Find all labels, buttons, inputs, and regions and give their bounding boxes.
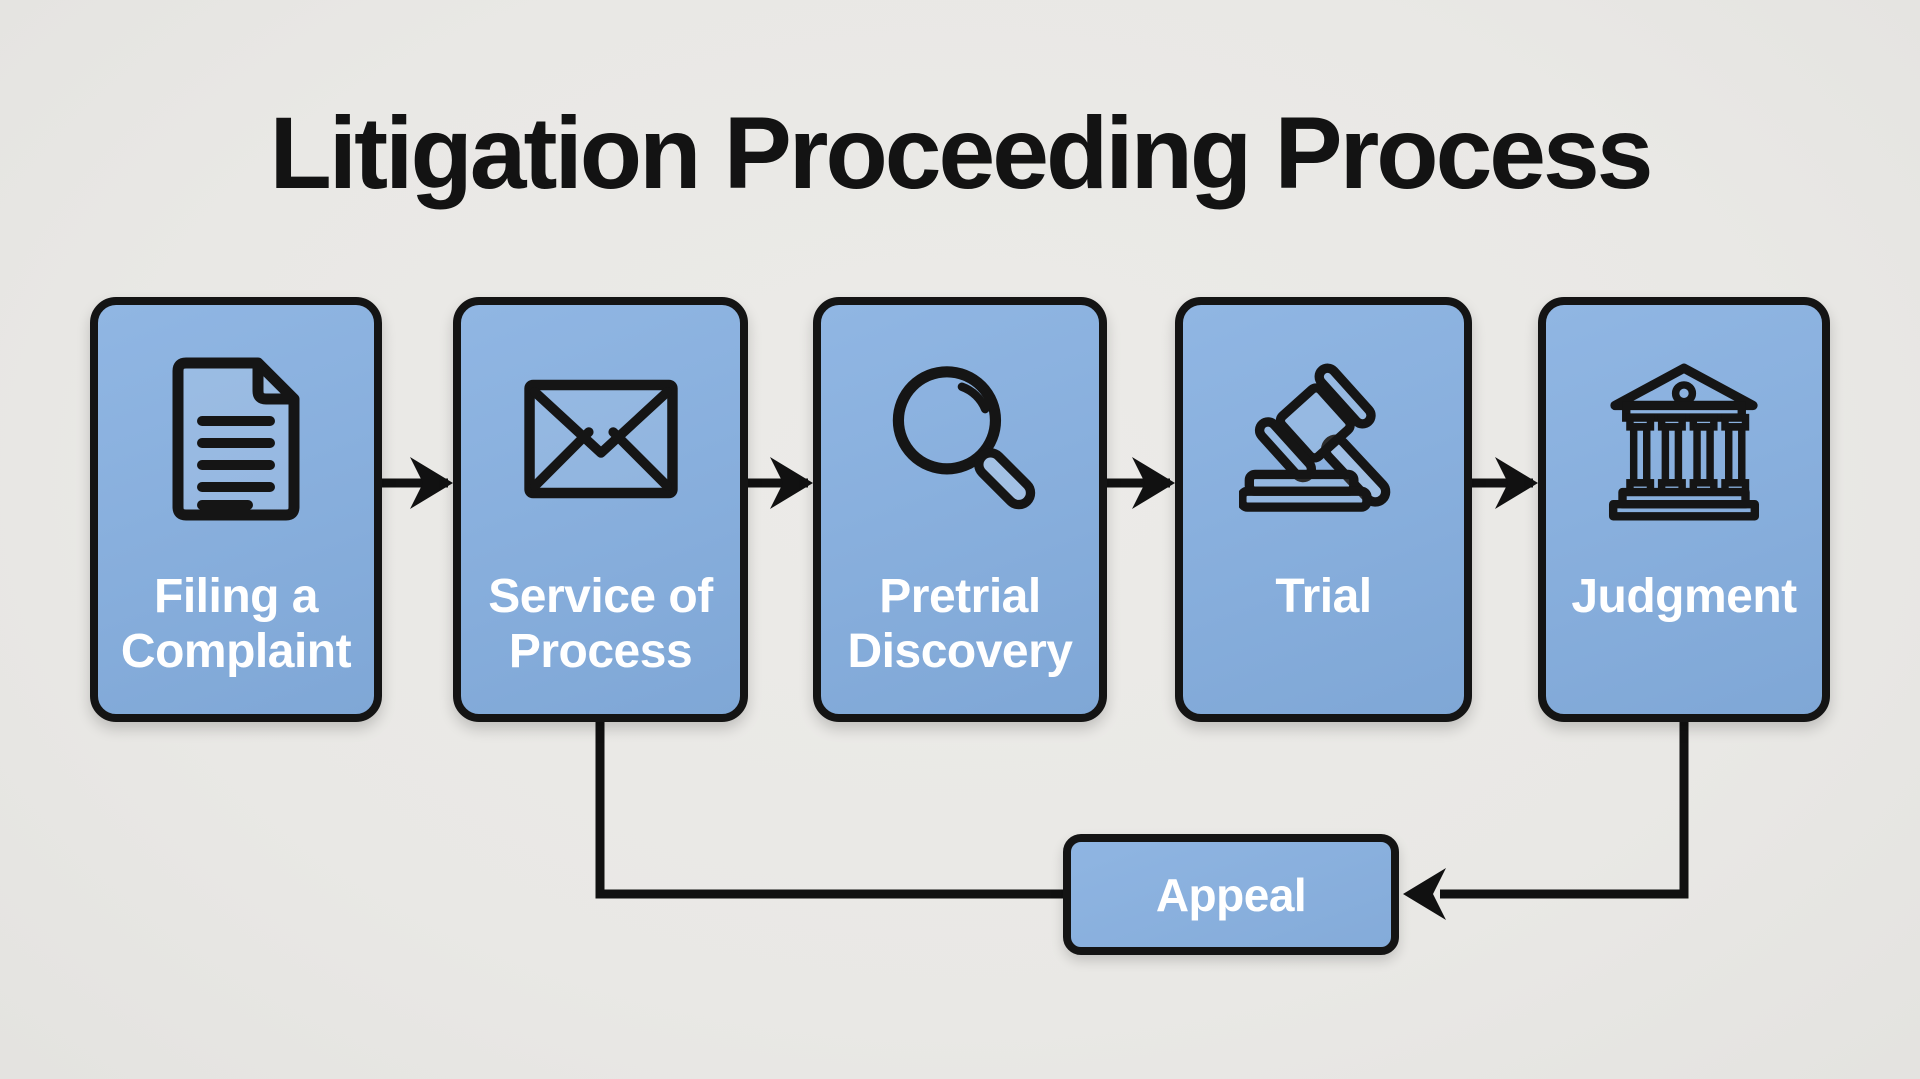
- magnifier-icon: [874, 355, 1046, 523]
- courthouse-icon: [1598, 355, 1770, 523]
- stage-label: Service of Process: [488, 570, 713, 678]
- line-judgment-to-appeal: [1440, 718, 1689, 899]
- stage-box-service-of-process: Service of Process: [453, 297, 748, 722]
- stage-box-filing-a-complaint: Filing a Complaint: [90, 297, 382, 722]
- appeal-box: Appeal: [1063, 834, 1399, 955]
- document-icon: [150, 355, 322, 523]
- stage-label: Pretrial Discovery: [847, 570, 1073, 678]
- stage-box-judgment: Judgment: [1538, 297, 1830, 722]
- envelope-icon: [515, 355, 687, 523]
- arrowhead-right-icon: [1132, 457, 1175, 509]
- arrowhead-right-icon: [410, 457, 453, 509]
- appeal-label: Appeal: [1155, 868, 1307, 921]
- stage-box-pretrial-discovery: Pretrial Discovery: [813, 297, 1107, 722]
- arrowhead-left-icon: [1403, 868, 1446, 920]
- page-title: Litigation Proceeding Process: [269, 96, 1654, 210]
- stage-label: Judgment: [1571, 570, 1797, 623]
- arrowhead-right-icon: [770, 457, 813, 509]
- line-appeal-to-service: [595, 718, 1063, 899]
- stage-label: Filing a Complaint: [120, 570, 352, 678]
- stage-label: Trial: [1275, 570, 1372, 623]
- stage-box-trial: Trial: [1175, 297, 1472, 722]
- arrowhead-right-icon: [1495, 457, 1538, 509]
- gavel-icon: [1238, 355, 1410, 523]
